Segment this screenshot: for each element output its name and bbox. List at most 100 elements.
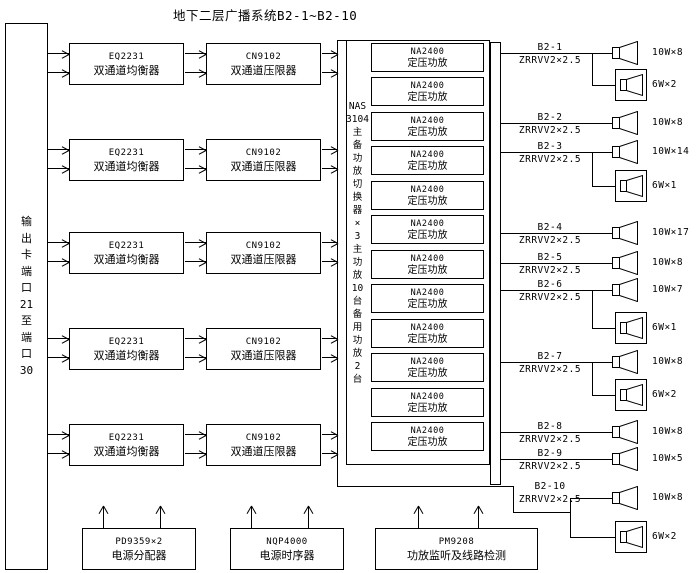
power-distributor-model: PD9359×2 bbox=[115, 537, 163, 547]
output-card-label: 卡 bbox=[21, 248, 32, 261]
horn-speaker-icon bbox=[612, 221, 638, 245]
wattage-label: 10W×8 bbox=[652, 492, 684, 503]
circuit-id: B2-2 bbox=[537, 112, 563, 123]
branch-line bbox=[592, 53, 593, 85]
signal-arrow bbox=[322, 338, 338, 339]
ceiling-speaker-icon bbox=[615, 521, 647, 553]
limiter-name: 双通道压限器 bbox=[230, 253, 297, 266]
cable-label: ZRRVV2×2.5 bbox=[518, 235, 582, 246]
horn-speaker-icon bbox=[612, 41, 638, 65]
horn-speaker-icon bbox=[612, 278, 638, 302]
circuit-line bbox=[500, 152, 612, 153]
output-card-label: 口 bbox=[21, 281, 32, 294]
equalizer-model: EQ2231 bbox=[108, 337, 145, 347]
wattage-label: 10W×7 bbox=[652, 284, 684, 295]
circuit-id: B2-9 bbox=[537, 448, 563, 459]
signal-arrow bbox=[185, 453, 206, 454]
circuit-id: B2-3 bbox=[537, 141, 563, 152]
ceiling-speaker-icon bbox=[615, 312, 647, 344]
branch-line bbox=[592, 362, 593, 395]
equalizer-name: 双通道均衡器 bbox=[93, 445, 160, 458]
signal-arrow bbox=[185, 149, 206, 150]
branch-line bbox=[592, 328, 616, 329]
equalizer-model: EQ2231 bbox=[108, 52, 145, 62]
power-arrow bbox=[478, 506, 479, 528]
wattage-label: 6W×1 bbox=[652, 322, 677, 333]
horn-speaker-icon bbox=[612, 486, 638, 510]
wattage-label: 10W×8 bbox=[652, 257, 684, 268]
signal-arrow bbox=[185, 261, 206, 262]
limiter-box: CN9102 双通道压限器 bbox=[206, 232, 321, 274]
circuit-line bbox=[513, 512, 570, 513]
equalizer-box: EQ2231 双通道均衡器 bbox=[69, 328, 184, 370]
cable-label: ZRRVV2×2.5 bbox=[518, 55, 582, 66]
limiter-model: CN9102 bbox=[245, 148, 282, 158]
switcher-label: NAS 3104 主 备 功 放 切 换 器 × 3 主 功 放 10 台 备 … bbox=[346, 101, 369, 385]
switcher-frame-left bbox=[337, 40, 338, 486]
equalizer-model: EQ2231 bbox=[108, 148, 145, 158]
cable-label: ZRRVV2×2.5 bbox=[518, 292, 582, 303]
circuit-line bbox=[513, 486, 514, 512]
switcher-frame-bottom bbox=[337, 486, 513, 487]
equalizer-box: EQ2231 双通道均衡器 bbox=[69, 424, 184, 466]
signal-arrow bbox=[322, 72, 338, 73]
signal-arrow bbox=[322, 242, 338, 243]
limiter-box: CN9102 双通道压限器 bbox=[206, 139, 321, 181]
page-title: 地下二层广播系统B2-1~B2-10 bbox=[173, 8, 358, 23]
output-card-label: 21 bbox=[19, 297, 34, 311]
cable-label: ZRRVV2×2.5 bbox=[518, 494, 582, 505]
power-sequencer-box: NQP4000 电源时序器 bbox=[230, 528, 344, 570]
cable-label: ZRRVV2×2.5 bbox=[518, 125, 582, 136]
equalizer-box: EQ2231 双通道均衡器 bbox=[69, 43, 184, 85]
output-card-label: 口 bbox=[21, 347, 32, 360]
limiter-box: CN9102 双通道压限器 bbox=[206, 328, 321, 370]
circuit-line bbox=[500, 459, 612, 460]
power-sequencer-name: 电源时序器 bbox=[259, 549, 315, 562]
horn-speaker-icon bbox=[612, 251, 638, 275]
signal-arrow bbox=[322, 53, 338, 54]
wattage-label: 6W×1 bbox=[652, 180, 677, 191]
wattage-label: 10W×14 bbox=[652, 146, 690, 157]
branch-line bbox=[592, 395, 616, 396]
circuit-line bbox=[500, 290, 612, 291]
wattage-label: 10W×8 bbox=[652, 426, 684, 437]
signal-arrow bbox=[322, 261, 338, 262]
horn-speaker-icon bbox=[612, 111, 638, 135]
horn-speaker-icon bbox=[612, 447, 638, 471]
output-card-label: 端 bbox=[21, 330, 32, 344]
cable-label: ZRRVV2×2.5 bbox=[518, 265, 582, 276]
circuit-id: B2-10 bbox=[534, 481, 566, 492]
limiter-model: CN9102 bbox=[245, 52, 282, 62]
power-distributor-name: 电源分配器 bbox=[111, 549, 167, 562]
signal-arrow bbox=[322, 434, 338, 435]
signal-arrow bbox=[48, 53, 69, 54]
signal-arrow bbox=[322, 149, 338, 150]
power-arrow bbox=[251, 506, 252, 528]
cable-label: ZRRVV2×2.5 bbox=[518, 434, 582, 445]
signal-arrow bbox=[185, 338, 206, 339]
limiter-name: 双通道压限器 bbox=[230, 64, 297, 77]
wattage-label: 6W×2 bbox=[652, 531, 677, 542]
output-card-label: 30 bbox=[19, 363, 34, 377]
signal-arrow bbox=[48, 434, 69, 435]
signal-arrow bbox=[322, 357, 338, 358]
circuit-line bbox=[500, 432, 612, 433]
equalizer-box: EQ2231 双通道均衡器 bbox=[69, 139, 184, 181]
circuit-id: B2-5 bbox=[537, 252, 563, 263]
limiter-box: CN9102 双通道压限器 bbox=[206, 424, 321, 466]
equalizer-name: 双通道均衡器 bbox=[93, 64, 160, 77]
branch-line bbox=[592, 290, 593, 328]
signal-arrow bbox=[48, 149, 69, 150]
power-arrow bbox=[308, 506, 309, 528]
limiter-name: 双通道压限器 bbox=[230, 445, 297, 458]
horn-speaker-icon bbox=[612, 140, 638, 164]
output-card-label: 端 bbox=[21, 264, 32, 278]
circuit-line bbox=[500, 233, 612, 234]
limiter-model: CN9102 bbox=[245, 241, 282, 251]
cable-label: ZRRVV2×2.5 bbox=[518, 364, 582, 375]
circuit-id: B2-1 bbox=[537, 42, 563, 53]
